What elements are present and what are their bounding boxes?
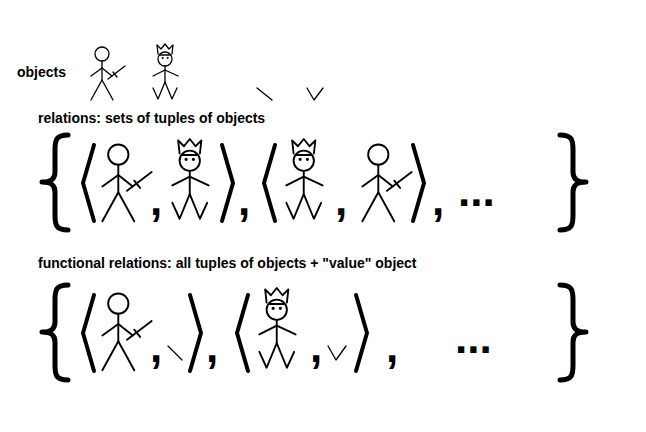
knight-figure bbox=[102, 293, 151, 370]
sword-symbol bbox=[328, 346, 346, 360]
comma-mark: , bbox=[310, 322, 322, 373]
comma-mark: , bbox=[335, 175, 347, 226]
section-heading: relations: sets of tuples of objects bbox=[38, 110, 265, 126]
king-figure bbox=[259, 288, 295, 368]
angle-bracket bbox=[237, 295, 248, 371]
section-heading: objects bbox=[17, 64, 66, 80]
king-figure bbox=[286, 139, 322, 219]
knight-figure bbox=[102, 144, 151, 221]
angle-bracket bbox=[264, 145, 275, 221]
brace bbox=[42, 285, 68, 380]
comma-mark: , bbox=[150, 322, 162, 373]
comma-mark: , bbox=[150, 175, 162, 226]
angle-bracket bbox=[356, 295, 367, 371]
comma-mark: , bbox=[432, 175, 444, 226]
ellipsis-mark: ... bbox=[458, 166, 495, 217]
comma-mark: , bbox=[386, 322, 398, 373]
angle-bracket bbox=[413, 145, 424, 221]
sword-symbol bbox=[257, 88, 272, 100]
comma-mark: , bbox=[238, 175, 250, 226]
angle-bracket bbox=[83, 145, 94, 221]
comma-mark: , bbox=[206, 322, 218, 373]
ellipsis-mark: ... bbox=[455, 313, 492, 364]
sword-symbol bbox=[307, 88, 323, 100]
section-heading: functional relations: all tuples of obje… bbox=[38, 255, 417, 271]
brace bbox=[42, 135, 68, 230]
brace bbox=[560, 135, 586, 230]
sword-symbol bbox=[168, 346, 182, 360]
knight-figure bbox=[362, 144, 411, 221]
angle-bracket bbox=[222, 145, 233, 221]
brace bbox=[560, 285, 586, 380]
king-figure bbox=[172, 139, 208, 219]
angle-bracket bbox=[190, 295, 201, 371]
knight-figure bbox=[91, 47, 125, 100]
king-figure bbox=[153, 44, 178, 99]
angle-bracket bbox=[83, 295, 94, 371]
